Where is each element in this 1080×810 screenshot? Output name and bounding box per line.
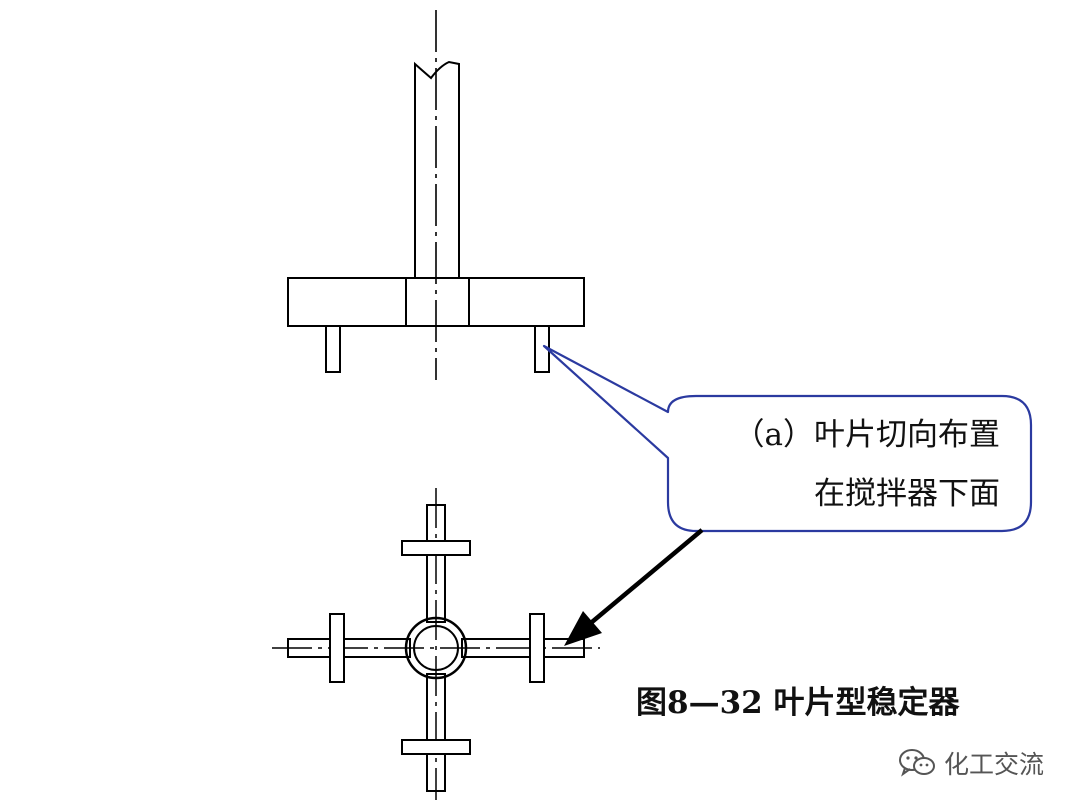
side-view [287,10,585,380]
watermark-text: 化工交流 [944,750,1045,779]
arm-bottom [426,673,446,792]
callout-outline [542,344,1033,533]
wechat-icon [899,749,935,777]
blade-pads [329,540,545,755]
hub-inner-circle [413,625,459,671]
blade-bottom [401,739,471,755]
arm-top [426,504,446,623]
blade-right [529,613,545,683]
arrow-head [564,611,602,646]
callout-label-line-1: （a）叶片切向布置 [733,417,1000,453]
callout-label-line-2: 在搅拌器下面 [814,476,1000,512]
arm-right [461,638,585,658]
callout-bubble [542,344,1033,533]
blade-left-side [325,325,341,373]
blade-left [329,613,345,683]
arrow-shaft [590,528,704,624]
arm-left [287,638,411,658]
blade-top [401,540,471,556]
hub-outer-circle [404,616,468,680]
figure-caption: 图8—32 叶片型稳定器 [636,685,960,721]
pointer-arrow [564,528,704,646]
plan-view [272,488,600,800]
watermark: 化工交流 [898,746,1044,780]
shaft [414,60,460,278]
hub-collar [405,277,470,327]
